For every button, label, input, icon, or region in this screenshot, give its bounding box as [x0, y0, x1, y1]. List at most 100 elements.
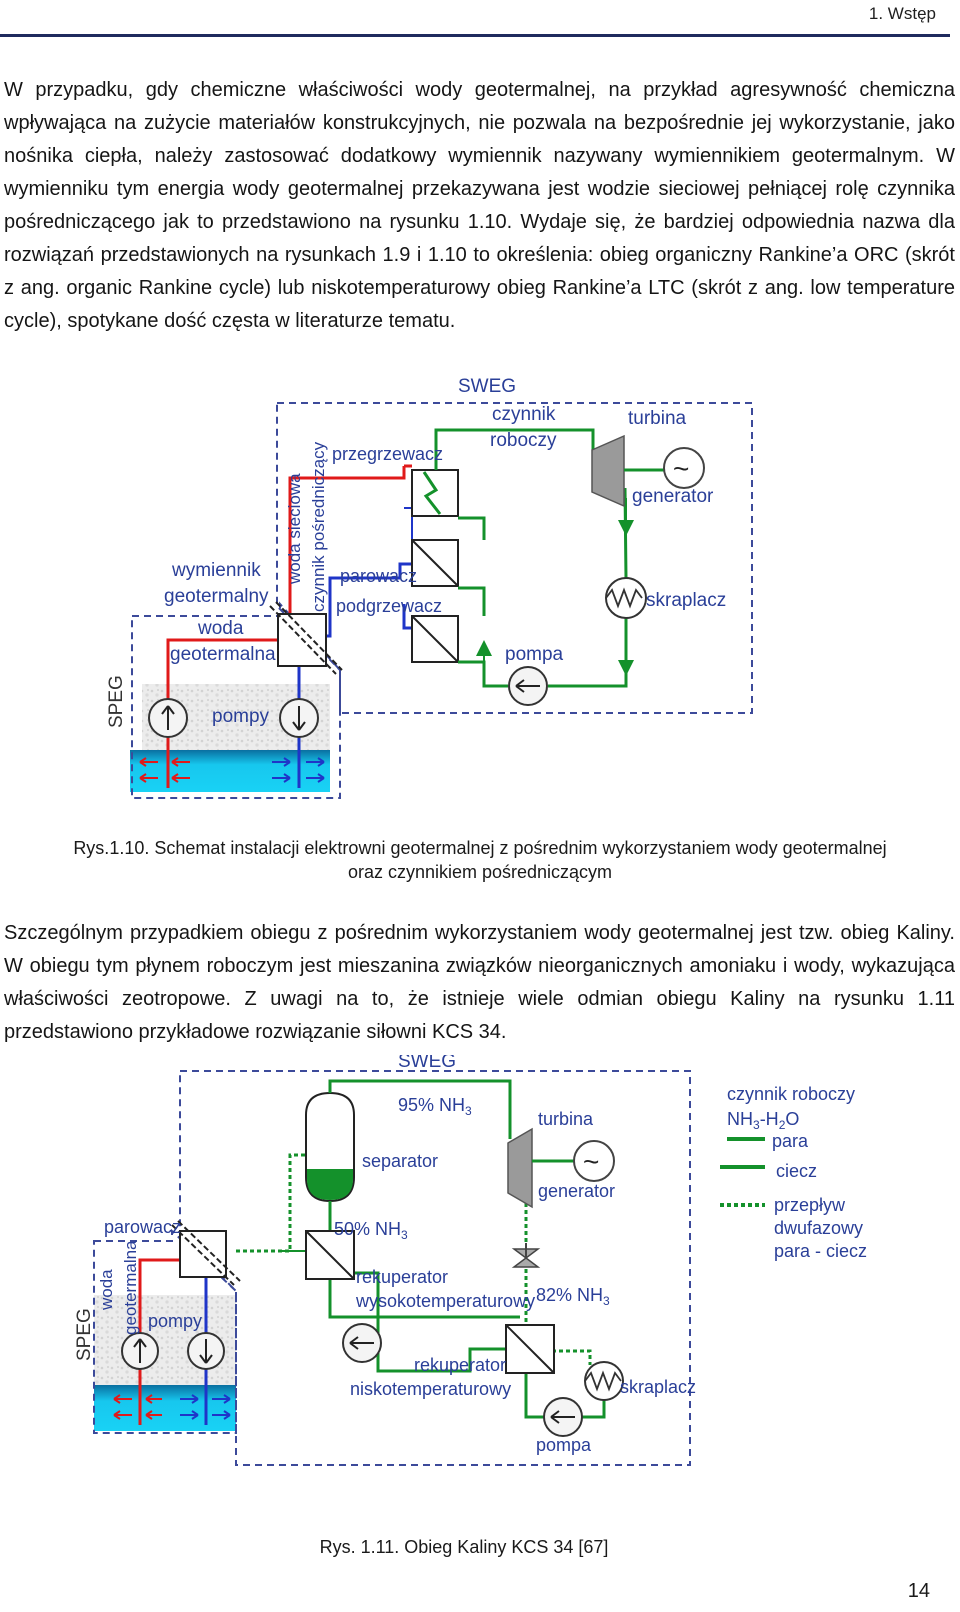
generator: [573, 1140, 615, 1182]
hp-recuperator: [305, 1230, 355, 1280]
label-95-nh3: 95% NH3: [398, 1095, 472, 1118]
pump-to-lp: [524, 1373, 544, 1419]
figure-1-11-caption: Rys. 1.11. Obieg Kaliny KCS 34 [67]: [319, 1537, 609, 1557]
legend-dwufazowy: dwufazowy: [774, 1218, 863, 1238]
label-skraplacz: skraplacz: [646, 590, 726, 611]
condenser-to-pump: [582, 1399, 606, 1419]
figure-1-10-caption: Rys.1.10. Schemat instalacji elektrowni …: [0, 836, 960, 884]
geothermal-exchanger: [269, 601, 343, 675]
intermediate-lower-pipe: [402, 604, 412, 630]
label-wymiennik: wymiennik: [171, 560, 261, 581]
water-reservoir: [130, 750, 330, 792]
sweg-frame: [276, 402, 753, 714]
injection-pump: [187, 1332, 225, 1370]
page-number: 14: [907, 1580, 930, 1602]
lp-to-condenser: [552, 1349, 592, 1365]
label-niskotemperaturowy: niskotemperaturowy: [350, 1379, 511, 1399]
condenser: [584, 1361, 624, 1401]
evaporator: [171, 1220, 241, 1286]
label-pompy: pompy: [148, 1311, 202, 1331]
generator-symbol: ~: [673, 453, 689, 484]
label-50-nh3: 50% NH3: [334, 1219, 408, 1242]
caption-line-2: oraz czynnikiem pośredniczącym: [347, 862, 613, 882]
label-generator: generator: [538, 1181, 615, 1201]
label-rekuperator-nt: rekuperator: [414, 1355, 506, 1375]
speg-frame: [93, 1228, 237, 1434]
label-woda: woda: [97, 1269, 116, 1311]
label-geotermalna: geotermalna: [121, 1240, 140, 1335]
working-fluid-loop: [434, 428, 595, 470]
legend-ciecz: ciecz: [776, 1161, 817, 1181]
label-podgrzewacz: podgrzewacz: [336, 596, 442, 616]
paragraph-1: W przypadku, gdy chemiczne właściwości w…: [4, 79, 955, 332]
evaporator-to-superheater: [458, 516, 486, 540]
legend: [720, 1137, 765, 1207]
label-skraplacz: skraplacz: [620, 1377, 696, 1397]
hp-recuperator-out: [328, 1273, 520, 1319]
label-woda: woda: [197, 618, 244, 639]
pump-to-preheater: [458, 660, 508, 688]
label-turbina: turbina: [628, 408, 687, 429]
production-pump: [148, 698, 188, 738]
label-turbina: turbina: [538, 1109, 594, 1129]
turbine: [507, 1127, 533, 1209]
label-82-nh3: 82% NH3: [536, 1285, 610, 1308]
label-wysokotemperaturowy: wysokotemperaturowy: [355, 1291, 535, 1311]
label-woda-sieciowa: woda sieciowa: [285, 473, 304, 585]
legend-title: czynnik roboczy: [727, 1084, 855, 1104]
lp-recuperator: [505, 1324, 555, 1374]
injection-pump: [279, 698, 319, 738]
chapter-title: 1. Wstęp: [868, 4, 936, 23]
label-sweg: SWEG: [398, 1055, 456, 1072]
label-generator: generator: [632, 486, 714, 507]
label-geotermalny: geotermalny: [164, 586, 269, 607]
geo-hot-pipe: [166, 638, 278, 788]
throttle-valve: [511, 1243, 541, 1268]
label-pompa: pompa: [536, 1435, 592, 1455]
preheater-to-evaporator: [458, 586, 486, 616]
label-pompy: pompy: [212, 706, 270, 727]
water-flow-arrows: [113, 1394, 231, 1420]
legend-para: para: [772, 1131, 809, 1151]
generator: [663, 447, 705, 489]
label-sweg: SWEG: [458, 378, 516, 397]
generator-symbol: ~: [583, 1146, 599, 1177]
intermediate-hot-pipe: [288, 466, 406, 614]
production-pump: [121, 1332, 159, 1370]
intermediate-mid-pipe: [404, 507, 413, 564]
preheater: [411, 615, 459, 663]
figure-1-11: SWEG 95% NH3 separator turbina generator…: [74, 1055, 867, 1466]
label-czynnik-posredniczacy: czynnik pośredniczący: [309, 441, 328, 612]
evaporator: [411, 539, 459, 587]
label-czynnik: czynnik: [492, 404, 556, 425]
legend-przeplyw: przepływ: [774, 1195, 846, 1215]
condenser: [605, 577, 647, 619]
separator-to-turbine: [328, 1079, 512, 1139]
label-speg: SPEG: [106, 675, 127, 728]
label-pompa: pompa: [505, 644, 564, 665]
working-pump: [508, 666, 548, 706]
page-header: 1. Wstęp: [0, 0, 960, 40]
water-reservoir: [94, 1385, 236, 1431]
label-rekuperator-wt: rekuperator: [356, 1267, 448, 1287]
separator: [305, 1091, 355, 1203]
legend-para-ciecz: para - ciecz: [774, 1241, 867, 1261]
turbine: [591, 434, 625, 508]
superheater: [411, 469, 459, 517]
evap-to-separator: [236, 1153, 306, 1253]
header-rule: [0, 34, 950, 37]
paragraph-2: Szczególnym przypadkiem obiegu z pośredn…: [4, 922, 955, 1043]
label-separator: separator: [362, 1151, 438, 1171]
label-speg: SPEG: [74, 1308, 95, 1361]
label-geotermalna: geotermalna: [170, 644, 276, 665]
circulation-pump: [342, 1323, 382, 1363]
working-pump: [543, 1397, 583, 1437]
label-parowacz: parowacz: [340, 566, 417, 586]
figure-1-10: SWEG czynnik roboczy turbina generator p…: [106, 378, 753, 799]
caption-line-1: Rys.1.10. Schemat instalacji elektrowni …: [73, 838, 887, 858]
water-flow-arrows: [139, 757, 325, 783]
legend-formula: NH3-H2O: [727, 1109, 799, 1132]
lp-to-hp-recuperator: [354, 1271, 506, 1373]
label-roboczy: roboczy: [490, 430, 557, 451]
label-przegrzewacz: przegrzewacz: [332, 444, 443, 464]
